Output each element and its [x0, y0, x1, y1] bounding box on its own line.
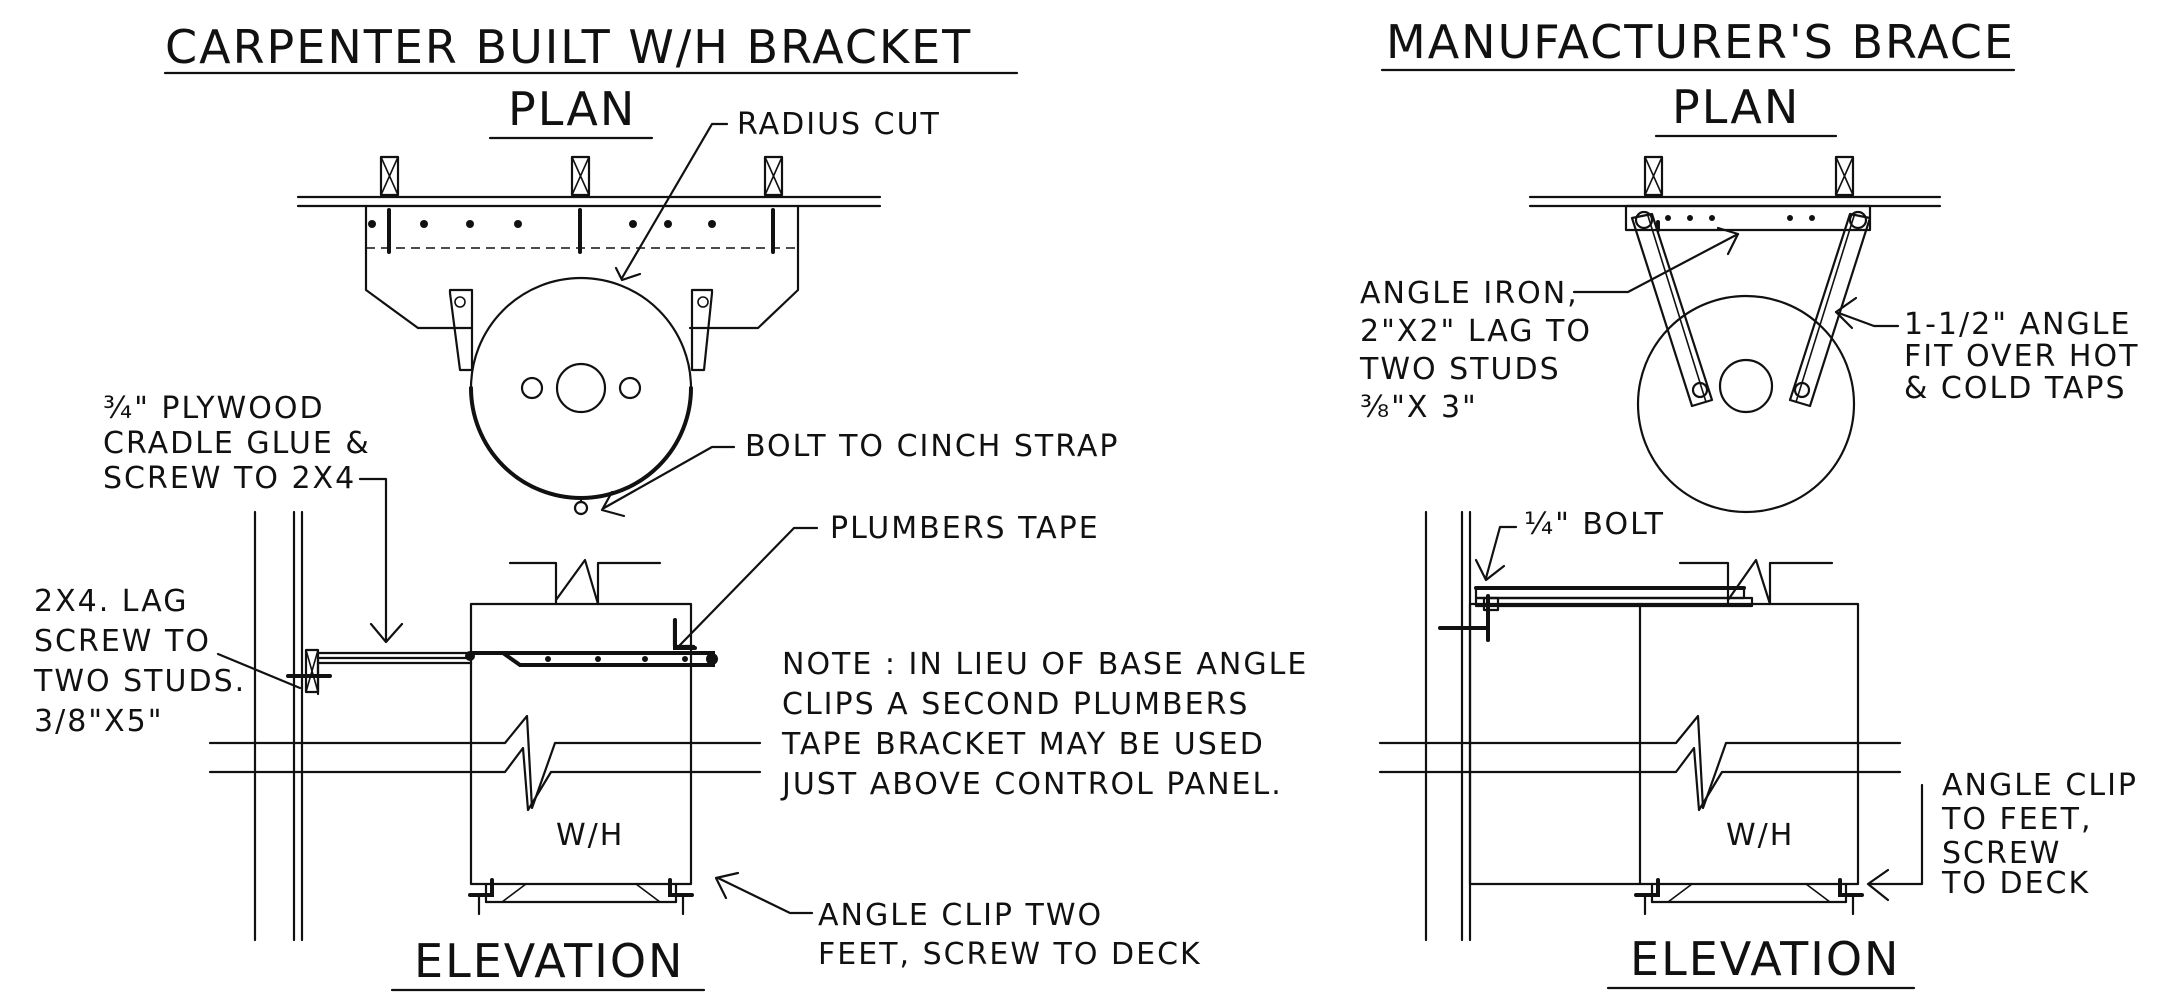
note-line-2: CLIPS A SECOND PLUMBERS [782, 687, 1249, 722]
plywood-note-line-1: ¾" PLYWOOD [103, 391, 325, 426]
left-plan-wall [296, 155, 882, 208]
right-angle-clip-line-1: ANGLE CLIP [1942, 768, 2138, 803]
left-water-heater-plan [469, 276, 693, 516]
left-title: CARPENTER BUILT W/H BRACKET [165, 20, 972, 74]
plywood-note-line-2: CRADLE GLUE & [103, 426, 371, 461]
right-wh-label: W/H [1726, 818, 1794, 853]
lag-note-line-2: SCREW TO [34, 624, 211, 659]
right-elevation: W/H [1378, 510, 1902, 942]
quarter-bolt-label: ¼" BOLT [1524, 507, 1665, 542]
right-elevation-label: ELEVATION [1630, 932, 1900, 986]
radius-cut-label: RADIUS CUT [737, 107, 941, 142]
right-title: MANUFACTURER'S BRACE [1386, 15, 2015, 69]
right-angle-clip-note: ANGLE CLIP TO FEET, SCREW TO DECK [1941, 768, 2138, 901]
base-angle-note: NOTE : IN LIEU OF BASE ANGLE CLIPS A SEC… [780, 647, 1308, 802]
angle-iron-note: ANGLE IRON, 2"X2" LAG TO TWO STUDS ⅜"X 3… [1359, 276, 1592, 425]
angle-fit-note: 1-1/2" ANGLE FIT OVER HOT & COLD TAPS [1904, 307, 2139, 406]
left-elevation-label: ELEVATION [414, 934, 684, 988]
plywood-note-line-3: SCREW TO 2X4 [103, 461, 356, 496]
right-brace-plan [1624, 204, 1872, 514]
right-angle-clip-line-2: TO FEET, [1941, 802, 2093, 837]
angle-iron-line-3: TWO STUDS [1359, 352, 1561, 387]
right-plan-wall [1528, 155, 1942, 208]
left-plywood-cradle [364, 204, 800, 372]
left-detail: CARPENTER BUILT W/H BRACKET PLAN [33, 20, 1308, 992]
angle-note-line-1: 1-1/2" ANGLE [1904, 307, 2131, 342]
plumbers-tape-label: PLUMBERS TAPE [830, 511, 1100, 546]
right-plan-label: PLAN [1672, 80, 1800, 134]
left-elevation: W/H [208, 510, 762, 942]
left-plan-label: PLAN [508, 82, 636, 136]
note-line-1: NOTE : IN LIEU OF BASE ANGLE [782, 647, 1308, 682]
lag-note-line-3: TWO STUDS. [33, 664, 246, 699]
lag-note-line-1: 2X4. LAG [34, 584, 188, 619]
lag-note-line-4: 3/8"X5" [34, 704, 164, 739]
angle-iron-line-1: ANGLE IRON, [1360, 276, 1579, 311]
angle-iron-line-2: 2"X2" LAG TO [1360, 314, 1592, 349]
left-wh-label: W/H [556, 818, 624, 853]
bolt-note-label: BOLT TO CINCH STRAP [745, 429, 1119, 464]
plywood-note: ¾" PLYWOOD CRADLE GLUE & SCREW TO 2X4 [103, 391, 371, 496]
angle-clip-line-1: ANGLE CLIP TWO [818, 898, 1103, 933]
right-detail: MANUFACTURER'S BRACE PLAN [1359, 15, 2139, 990]
right-angle-clip-line-4: TO DECK [1941, 866, 2090, 901]
angle-clip-line-2: FEET, SCREW TO DECK [818, 937, 1202, 972]
angle-note-line-3: & COLD TAPS [1904, 371, 2127, 406]
angle-note-line-2: FIT OVER HOT [1904, 339, 2139, 374]
right-angle-clip-line-3: SCREW [1942, 836, 2061, 871]
lag-note: 2X4. LAG SCREW TO TWO STUDS. 3/8"X5" [33, 584, 246, 739]
angle-iron-line-4: ⅜"X 3" [1360, 390, 1478, 425]
note-line-3: TAPE BRACKET MAY BE USED [781, 727, 1265, 762]
note-line-4: JUST ABOVE CONTROL PANEL. [780, 767, 1283, 802]
